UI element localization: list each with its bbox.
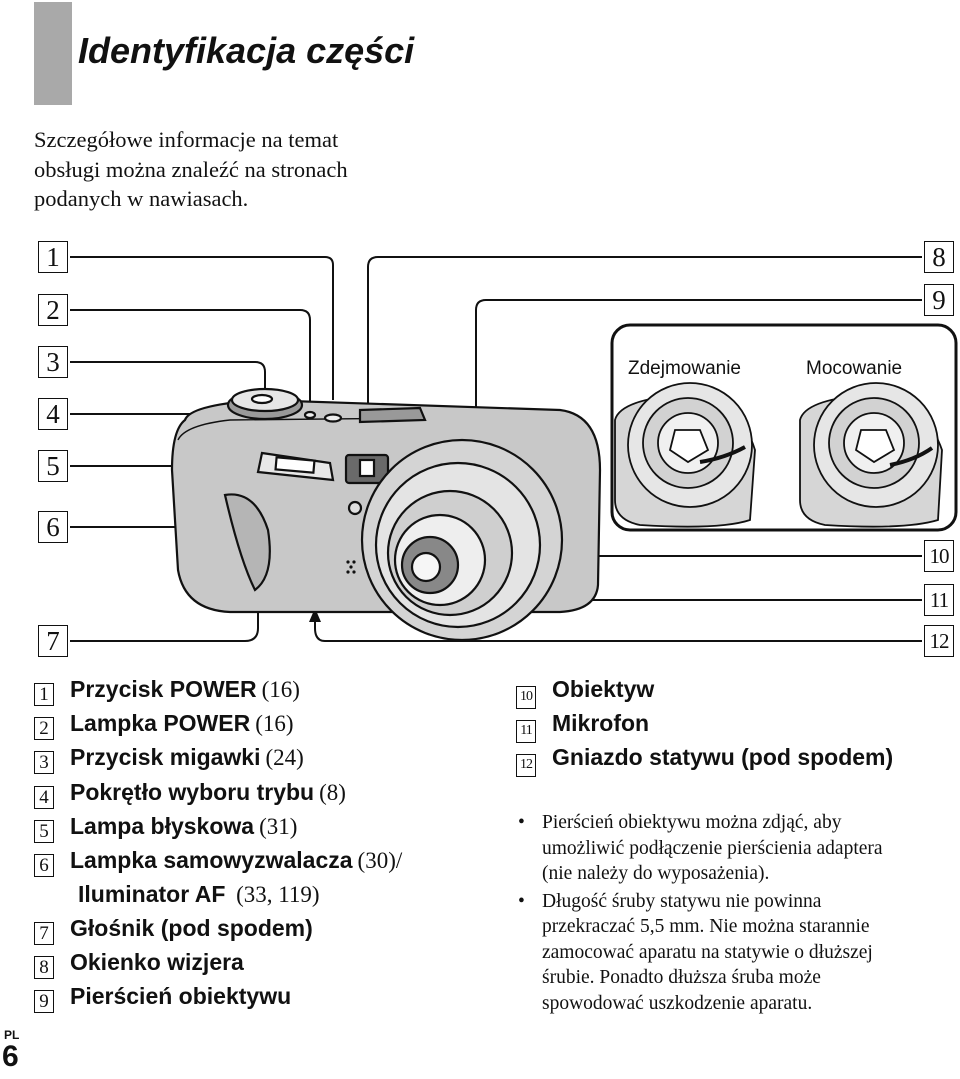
item-number: 8 [34,956,54,979]
list-item-continuation: Iluminator AF (33, 119) [78,881,320,908]
item-label: Lampa błyskowa [70,813,255,839]
list-item: 8 Okienko wizjera [34,949,244,979]
list-item: 3 Przycisk migawki (24) [34,744,304,774]
note-line: Pierścień obiektywu można zdjąć, aby [542,812,842,833]
item-label: Gniazdo statywu (pod spodem) [552,744,894,770]
item-number: 9 [34,990,54,1013]
intro-line: obsługi można znaleźć na stronach [34,156,348,182]
note-item: • Pierścień obiektywu można zdjąć, aby u… [516,810,956,887]
item-label: Mikrofon [552,710,650,736]
callout-4: 4 [38,398,68,430]
item-number: 11 [516,719,536,743]
note-line: spowodować uszkodzenie aparatu. [542,992,813,1014]
item-number: 1 [34,683,54,706]
item-label: Obiektyw [552,676,655,702]
item-number: 5 [34,820,54,843]
leader-line-12 [314,614,922,642]
callout-7: 7 [38,625,68,657]
item-label: Lampka POWER [70,710,251,736]
camera-diagram [70,256,958,642]
page-title: Identyfikacja części [78,30,415,71]
intro-text: Szczegółowe informacje na temat obsługi … [34,125,454,214]
item-page-ref: (16) [261,677,300,702]
leader-line-1 [70,256,334,400]
arrowhead-12 [309,608,321,622]
insert-removing [614,382,756,528]
item-label: Okienko wizjera [70,949,244,975]
insert-label-attaching: Mocowanie [806,358,903,379]
item-label: Głośnik (pod spodem) [70,915,313,941]
callout-6: 6 [38,511,68,543]
page-number: 6 [2,1040,19,1073]
callout-2: 2 [38,294,68,326]
item-page-ref: (30)/ [357,848,403,873]
callout-5: 5 [38,450,68,482]
item-page-ref: (8) [319,780,346,805]
language-label: PL [4,1028,20,1042]
bullet: • [518,812,525,833]
note-line: umożliwić podłączenie pierścienia adapte… [542,837,883,859]
callout-1: 1 [38,241,68,273]
insert-label-removing: Zdejmowanie [628,358,741,379]
list-item: 4 Pokrętło wyboru trybu (8) [34,779,346,809]
list-item: 7 Głośnik (pod spodem) [34,915,313,945]
list-item: 12 Gniazdo statywu (pod spodem) [516,744,894,777]
note-line: (nie należy do wyposażenia). [542,863,770,884]
leader-line-2 [70,309,311,410]
list-item: 10 Obiektyw [516,676,655,709]
leader-line-8 [367,256,922,465]
callout-10: 10 [924,540,954,572]
callout-9: 9 [924,284,954,316]
item-number: 2 [34,717,54,740]
list-item: 2 Lampka POWER (16) [34,710,294,740]
list-item: 5 Lampa błyskowa (31) [34,813,298,843]
list-item: 11 Mikrofon [516,710,650,743]
note-item: • Długość śruby statywu nie powinna prze… [516,889,956,1017]
note-line: przekraczać 5,5 mm. Nie można starannie [542,916,870,937]
callout-3: 3 [38,346,68,378]
item-number: 3 [34,751,54,774]
item-number: 6 [34,854,54,877]
note-line: zamocować aparatu na statywie o dłuższej [542,941,873,963]
item-page-ref: (24) [265,745,304,770]
item-label: Przycisk POWER [70,676,257,702]
item-page-ref: (16) [255,711,294,736]
note-line: śrubie. Ponadto dłuższa śruba może [542,967,821,988]
leader-line-9 [475,299,922,480]
item-page-ref: (31) [259,814,298,839]
leader-line-7 [70,604,259,642]
note-line: Długość śruby statywu nie powinna [542,890,822,912]
intro-line: Szczegółowe informacje na temat [34,127,339,152]
callout-8: 8 [924,241,954,273]
item-label: Pokrętło wyboru trybu [70,779,315,805]
lens-ring-insert-frame [610,323,958,532]
camera-body [170,387,602,642]
item-number: 10 [516,685,536,709]
list-item: 6 Lampka samowyzwalacza (30)/ [34,847,403,877]
item-label: Lampka samowyzwalacza [70,847,353,873]
title-accent-bar [34,2,72,105]
item-number: 12 [516,753,536,777]
list-item: 1 Przycisk POWER (16) [34,676,300,706]
bullet: • [518,890,525,912]
callout-11: 11 [924,584,954,616]
item-page-ref: (33, 119) [236,882,320,907]
intro-line: podanych w nawiasach. [34,186,249,211]
item-number: 4 [34,786,54,809]
leader-line-3 [70,361,266,392]
item-label: Przycisk migawki [70,744,261,770]
callout-12: 12 [924,625,954,657]
item-number: 7 [34,922,54,945]
item-label: Pierścień obiektywu [70,983,292,1009]
item-label: Iluminator AF [78,881,226,907]
notes-section: • Pierścień obiektywu można zdjąć, aby u… [516,810,956,1018]
list-item: 9 Pierścień obiektywu [34,983,292,1013]
insert-attaching [799,382,943,528]
